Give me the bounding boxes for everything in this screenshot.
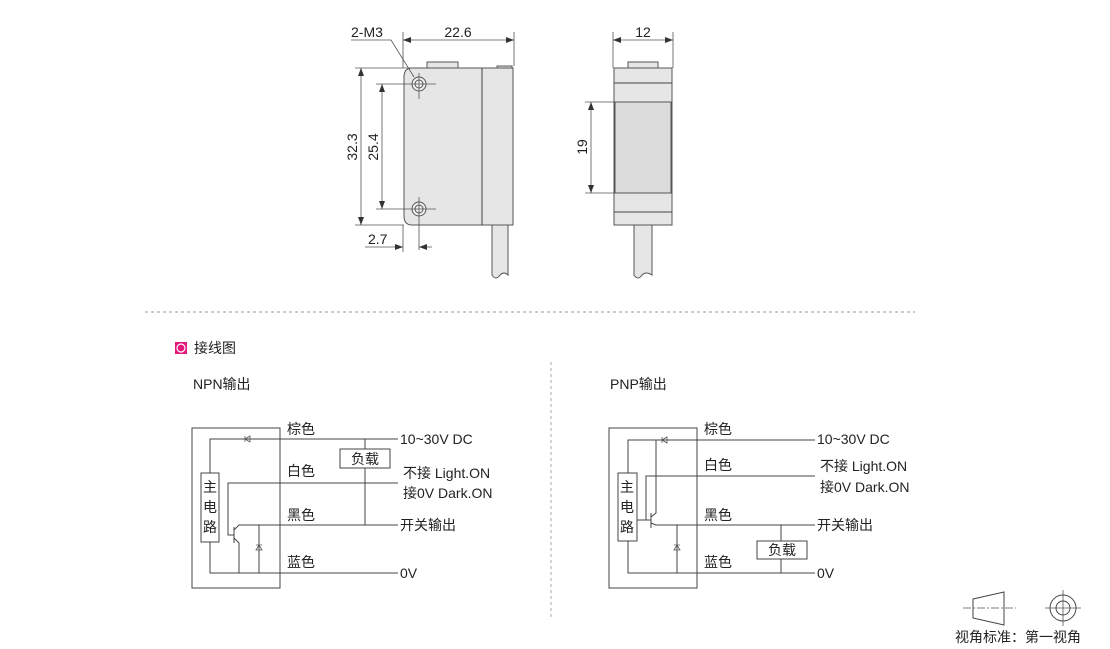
- section-title: 接线图: [194, 340, 236, 356]
- dim-window-height: 19: [574, 139, 590, 155]
- terminal-output: 开关输出: [817, 517, 873, 533]
- dim-width: 22.6: [444, 24, 471, 40]
- npn-diagram: NPN输出 主 电 路 负载 棕色 白色 黑色 蓝色 10~30V DC 不接 …: [191, 376, 492, 589]
- projection-label: 视角标准：第一视角: [955, 629, 1081, 645]
- terminal-output: 开关输出: [400, 517, 456, 533]
- dim-height: 32.3: [344, 133, 360, 160]
- pnp-diagram: PNP输出 主 电 路 负载 棕色 白色 黑色 蓝色 10~30V DC 不接 …: [608, 376, 909, 589]
- dim-hole-offset: 2.7: [368, 231, 388, 247]
- svg-text:电: 电: [203, 499, 217, 515]
- lens-window: [614, 101, 672, 194]
- wire-brown-label: 棕色: [704, 421, 732, 437]
- front-view: 22.6 2-M3 32.3 25.4 2.7: [344, 24, 515, 279]
- wire-blue-label: 蓝色: [704, 554, 732, 570]
- wire-blue-label: 蓝色: [287, 554, 315, 570]
- diode-icon: [244, 435, 251, 443]
- load-box: [339, 448, 391, 469]
- npn-title: NPN输出: [193, 376, 251, 392]
- terminal-ground: 0V: [400, 565, 418, 581]
- sensor-body: [403, 67, 514, 226]
- load-label: 负载: [768, 542, 796, 558]
- mount-hole-icon: [404, 73, 436, 99]
- diode-icon: [661, 436, 668, 444]
- projection-symbol: 视角标准：第一视角: [955, 590, 1081, 645]
- terminal-dark-on: 接0V Dark.ON: [403, 485, 492, 501]
- terminal-dark-on: 接0V Dark.ON: [820, 479, 909, 495]
- pnp-title: PNP输出: [610, 376, 667, 392]
- wire-black-label: 黑色: [287, 507, 315, 523]
- top-bump: [426, 61, 459, 69]
- circles-icon: [1045, 590, 1081, 626]
- mount-hole-icon: [404, 197, 436, 250]
- dim-hole-pitch: 25.4: [365, 133, 381, 160]
- cone-icon: [972, 591, 1005, 626]
- terminal-power: 10~30V DC: [817, 431, 890, 447]
- dim-thread: 2-M3: [351, 24, 383, 40]
- wiring-section-header: 接线图: [175, 340, 236, 356]
- svg-text:主: 主: [620, 479, 634, 495]
- svg-text:电: 电: [620, 499, 634, 515]
- load-label: 负载: [351, 451, 379, 467]
- cable: [491, 224, 509, 279]
- wire-black-label: 黑色: [704, 507, 732, 523]
- cable: [633, 224, 653, 279]
- svg-text:主: 主: [203, 479, 217, 495]
- load-box: [756, 540, 808, 560]
- side-view: 12 19: [574, 24, 674, 279]
- wire-brown-label: 棕色: [287, 421, 315, 437]
- wire-white-label: 白色: [287, 463, 315, 479]
- wire-white-label: 白色: [704, 457, 732, 473]
- terminal-light-on: 不接 Light.ON: [403, 465, 490, 481]
- terminal-light-on: 不接 Light.ON: [820, 458, 907, 474]
- dim-side-width: 12: [635, 24, 651, 40]
- svg-text:路: 路: [620, 519, 634, 535]
- svg-text:路: 路: [203, 519, 217, 535]
- diode-icon: [255, 544, 263, 551]
- diode-icon: [673, 544, 681, 551]
- terminal-ground: 0V: [817, 565, 835, 581]
- terminal-power: 10~30V DC: [400, 431, 473, 447]
